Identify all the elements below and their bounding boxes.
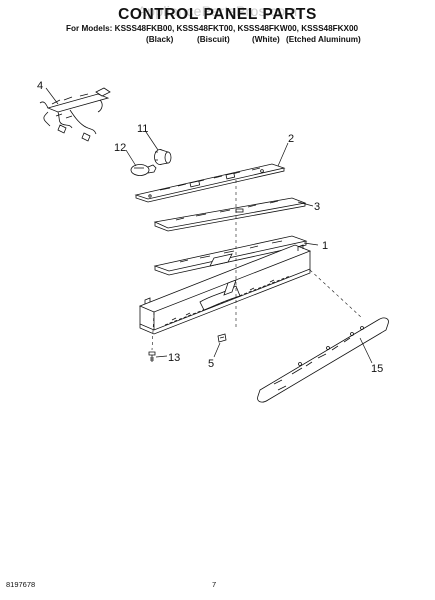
callout-15: 15 (371, 363, 383, 375)
control-overlay-part (257, 317, 389, 403)
callout-12: 12 (114, 142, 126, 154)
keypad-board-part (153, 235, 308, 276)
callout-5: 5 (208, 358, 214, 370)
control-housing-part (138, 244, 312, 335)
watermark: AppliancePartsPros.com (137, 3, 298, 19)
callout-11: 11 (137, 123, 148, 135)
alignment-lines (151, 180, 363, 351)
color-white: (White) (252, 35, 280, 44)
callout-4: 4 (37, 80, 43, 92)
display-board-part (153, 197, 307, 232)
control-board-part (134, 163, 286, 203)
callout-2: 2 (288, 133, 294, 145)
callout-3: 3 (314, 201, 320, 213)
models-line: For Models: KSSS48FKB00, KSSS48FKT00, KS… (66, 24, 359, 33)
wire-harness-part (39, 87, 111, 142)
callout-1: 1 (322, 240, 328, 252)
page-number: 7 (212, 580, 217, 589)
screw-part (148, 351, 156, 362)
callout-13: 13 (168, 352, 180, 364)
lamp-socket-part (154, 149, 172, 165)
bulb-part (130, 164, 157, 176)
color-biscuit: (Biscuit) (197, 35, 230, 44)
page-title: CONTROL PANEL PARTS (118, 6, 317, 23)
document-number: 8197678 (6, 580, 36, 589)
color-etched-aluminum: (Etched Aluminum) (286, 35, 361, 44)
leader-lines (45, 87, 373, 364)
color-black: (Black) (146, 35, 174, 44)
clip-part (217, 333, 227, 343)
